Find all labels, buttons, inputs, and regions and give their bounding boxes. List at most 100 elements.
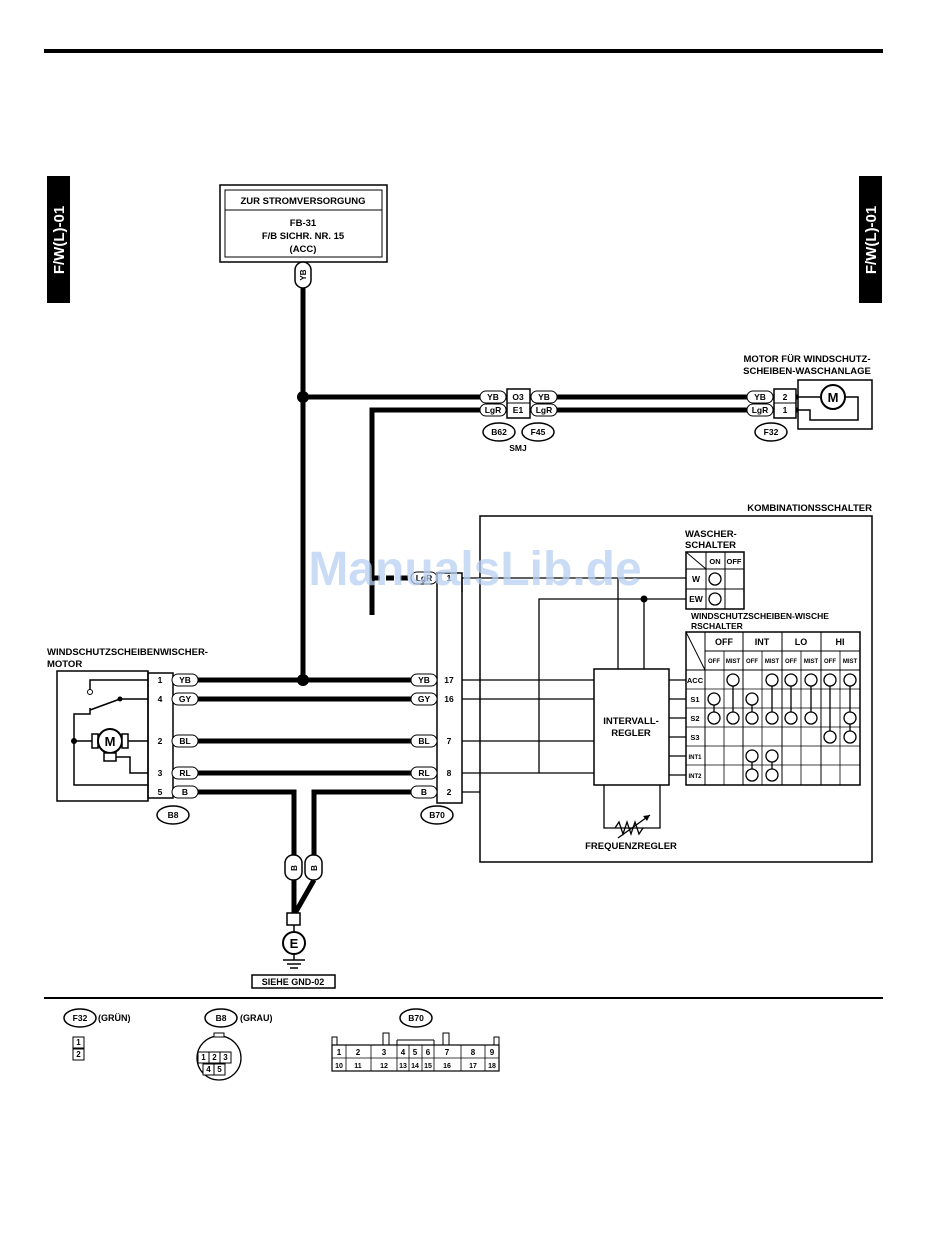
legend-b70-pin: 18 [488,1063,496,1070]
legend-b70-pin: 9 [490,1048,495,1057]
harness-left-pin: 2 [158,736,163,746]
legend-f32-pin: 1 [76,1038,81,1047]
legend-b8-pin: 3 [223,1053,228,1062]
harness-row-3: 2 BL BL 7 [158,734,452,748]
wiper-row-s2: S2 [690,714,699,723]
wiper-subcol: MIST [843,659,858,665]
legend-b70-pin: 14 [411,1063,419,1070]
smj-connector-f45: F45 [531,427,546,437]
smj-label: SMJ [509,443,527,453]
legend-b70-id: B70 [408,1013,424,1023]
smj-pin-2: E1 [513,405,524,415]
interval-label2: REGLER [611,728,651,739]
legend-b70-pin: 15 [424,1063,432,1070]
legend-b70-pin: 5 [413,1048,418,1057]
legend-b70-pin: 10 [335,1063,343,1070]
wiper-group-off: OFF [715,637,733,647]
harness-right-pin: 16 [444,694,454,704]
wiper-subcol: MIST [765,659,780,665]
b8-connector-label: B8 [168,810,179,820]
b8-connector: B8 [147,672,190,825]
harness-row-2: 4 GY GY 16 [158,692,454,706]
splice-dot-acc [297,674,309,686]
wiper-motor-symbol: M [105,734,116,749]
legend-b70-pin: 16 [443,1063,451,1070]
ground-ref: SIEHE GND-02 [262,977,325,987]
smj-wire-left-2: LgR [485,405,502,415]
washer-motor-wire-2: LgR [752,405,769,415]
interval-relay: INTERVALL- REGLER [593,668,670,786]
side-tab-left-label: F/W(L)-01 [51,206,68,274]
wiper-motor-label1: WINDSCHUTZSCHEIBENWISCHER- [47,647,208,658]
wiper-subcol: OFF [708,659,720,665]
harness-row-1: 1 YB YB 17 [158,673,454,687]
wiper-switch-label2: RSCHALTER [691,621,743,631]
legend-b8-pin: 1 [201,1053,206,1062]
wiper-group-hi: HI [836,637,845,647]
smj-wire-right-1: YB [538,392,550,402]
b70-connector: LgR 1 B70 [410,571,463,825]
harness-left-color: BL [179,736,190,746]
wiper-motor: WINDSCHUTZSCHEIBENWISCHER- MOTOR M [47,647,208,802]
harness-right-pin: 2 [447,787,452,797]
harness-right-pin: 8 [447,768,452,778]
combo-switch-label: KOMBINATIONSSCHALTER [747,503,872,514]
legend-b8-pin: 5 [217,1065,222,1074]
power-supply-box: ZUR STROMVERSORGUNG FB-31 F/B SICHR. NR.… [219,184,388,263]
freq-label: FREQUENZREGLER [585,841,677,852]
washer-motor-symbol: M [828,390,839,405]
harness-left-color: RL [179,768,190,778]
wiper-row-int1: INT1 [688,755,702,761]
legend-b8-pin: 4 [206,1065,211,1074]
legend-b70-pin: 3 [382,1048,387,1057]
harness-right-pin: 17 [444,675,454,685]
wiper-subcol: OFF [785,659,797,665]
power-line3: (ACC) [290,244,317,255]
wiper-subcol: OFF [746,659,758,665]
washer-row-ew: EW [689,594,704,604]
wiper-subcol: MIST [804,659,819,665]
power-line1: FB-31 [290,218,317,229]
washer-motor-pin-2: 2 [783,392,788,402]
harness-right-color: BL [418,736,429,746]
harness-left-pin: 5 [158,787,163,797]
washer-motor: MOTOR FÜR WINDSCHUTZ- SCHEIBEN-WASCHANLA… [743,354,873,442]
harness-row-4: 3 RL RL 8 [158,766,452,780]
b70-top-pin: 1 [447,573,452,583]
smj-connector-b62: B62 [491,427,507,437]
harness-right-color: GY [418,694,431,704]
wiper-contacts [707,673,857,782]
wiper-row-acc: ACC [687,676,704,685]
legend-b70: B70 1 2 3 4 5 6 7 8 9 10 11 12 [331,1008,500,1072]
legend-f32-color: (GRÜN) [98,1013,131,1023]
harness-left-color: B [182,787,188,797]
washer-switch-label1: WASCHER- [685,529,737,540]
wiper-switch: WINDSCHUTZSCHEIBEN-WISCHE RSCHALTER OFF … [685,611,861,786]
combo-splice-dot [640,595,648,603]
ground-wire-tag-2: B [310,865,319,871]
harness-left-color: YB [179,675,191,685]
legend-b70-pin: 6 [426,1048,431,1057]
legend-b8-pin: 2 [212,1053,217,1062]
side-tab-right: F/W(L)-01 [859,176,882,303]
harness-left-color: GY [179,694,192,704]
wiper-subcol: MIST [726,659,741,665]
wiper-motor-label2: MOTOR [47,659,82,670]
interval-label1: INTERVALL- [603,716,659,727]
washer-motor-pin-1: 1 [783,405,788,415]
wiper-subcol: OFF [824,659,836,665]
washer-row-w: W [692,574,701,584]
washer-switch-label2: SCHALTER [685,540,736,551]
smj-pin-1: O3 [512,392,524,402]
b70-top-wire: LgR [416,573,433,583]
harness-row-5: 5 B B 2 [158,785,452,799]
wiper-contact-links [713,686,851,769]
wiper-row-s1: S1 [690,695,699,704]
washer-motor-connector: F32 [764,427,779,437]
legend-b8-id: B8 [216,1013,227,1023]
smj-wire-left-1: YB [487,392,499,402]
wiper-switch-label1: WINDSCHUTZSCHEIBEN-WISCHE [691,611,829,621]
wiper-group-int: INT [755,637,770,647]
watermark: ManualsLib.de [308,543,641,596]
legend-b70-pin: 7 [445,1048,450,1057]
